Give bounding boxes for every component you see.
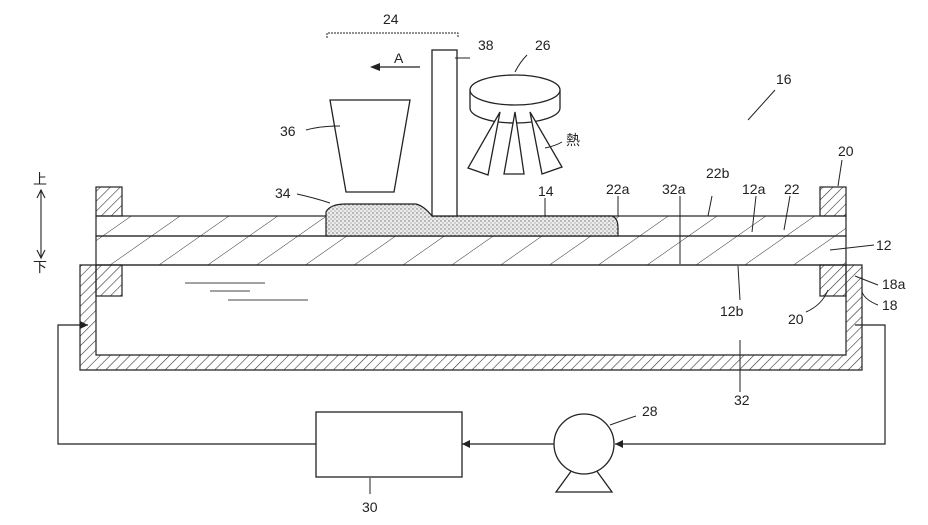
label-18: 18: [882, 297, 898, 313]
block-20-bottom-right: [820, 265, 846, 296]
tank-18: [80, 265, 862, 370]
label-12a: 12a: [742, 181, 766, 197]
heater-26: [468, 75, 562, 175]
label-30: 30: [362, 499, 378, 515]
label-26: 26: [535, 37, 551, 53]
label-14: 14: [538, 183, 554, 199]
liquid-surface-marks: [185, 283, 308, 300]
label-22b: 22b: [706, 165, 730, 181]
label-22a: 22a: [606, 181, 630, 197]
label-a: A: [394, 50, 404, 66]
block-20-bottom-left: [96, 265, 122, 296]
label-20-bottom: 20: [788, 311, 804, 327]
label-34: 34: [275, 185, 291, 201]
label-up: 上: [33, 171, 47, 187]
label-36: 36: [280, 123, 296, 139]
label-heat: 熱: [566, 132, 580, 148]
label-32a: 32a: [662, 181, 686, 197]
label-down: 下: [33, 259, 47, 275]
sand-material-14: [326, 204, 618, 236]
label-22: 22: [784, 181, 800, 197]
plate-12: [96, 236, 846, 265]
unit-30: [316, 412, 462, 477]
label-24: 24: [383, 11, 399, 27]
label-18a: 18a: [882, 276, 906, 292]
blade-38: [432, 50, 457, 216]
pump-28: [554, 414, 614, 492]
block-20-top-right: [820, 187, 846, 216]
block-20-top-left: [96, 187, 122, 216]
label-16: 16: [776, 71, 792, 87]
label-20-top: 20: [838, 143, 854, 159]
bracket-24: [327, 33, 458, 38]
hopper-36: [330, 100, 410, 192]
label-32: 32: [734, 392, 750, 408]
label-38: 38: [478, 37, 494, 53]
label-12: 12: [876, 237, 892, 253]
label-12b: 12b: [720, 303, 744, 319]
circulation-lines: [58, 325, 885, 444]
up-down-indicator: [37, 190, 45, 258]
label-28: 28: [642, 403, 658, 419]
